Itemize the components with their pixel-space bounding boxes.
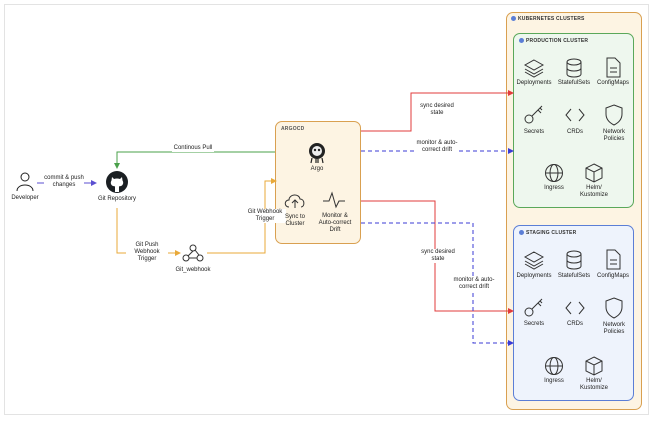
- globe-icon: [545, 164, 563, 182]
- ingress-label: Ingress: [544, 185, 564, 191]
- commit-text: commit & push changes: [44, 175, 84, 188]
- user-icon: [16, 172, 34, 192]
- configmaps-label: ConfigMaps: [596, 273, 629, 279]
- crds-label: CRDs: [567, 321, 583, 327]
- kubernetes-clusters-label: KUBERNETES CLUSTERS: [518, 16, 585, 22]
- git-repository-label: Git Repository: [97, 196, 136, 202]
- secrets-label: Secrets: [523, 129, 545, 135]
- monitor-staging-label: monitor & auto-correct drift: [453, 277, 495, 291]
- git-webhook-label: Git_webhook: [175, 267, 211, 273]
- staging-cluster-label: STAGING CLUSTER: [526, 230, 577, 236]
- key-icon: [524, 105, 543, 124]
- layers-icon: [524, 251, 544, 270]
- pull-edge: [114, 151, 275, 169]
- file-icon: [606, 249, 621, 270]
- webhook-icon: [182, 244, 204, 262]
- secrets-label: Secrets: [523, 321, 545, 327]
- globe-icon: [545, 357, 563, 375]
- crds-label: CRDs: [567, 129, 583, 135]
- argocd-label: ARGOCD: [281, 126, 305, 132]
- kubernetes-clusters-header: KUBERNETES CLUSTERS: [511, 16, 585, 22]
- argocd-group: ARGOCD: [275, 121, 361, 244]
- cluster-icon: [511, 16, 516, 21]
- statefulsets-label: StatefulSets: [557, 273, 591, 279]
- activity-icon: [323, 191, 345, 209]
- database-icon: [566, 250, 582, 270]
- production-cluster-label: PRODUCTION CLUSTER: [526, 38, 589, 44]
- deployments-label: Deployments: [516, 273, 552, 279]
- cloud-upload-icon: [284, 194, 305, 208]
- production-cluster-header: PRODUCTION CLUSTER: [519, 38, 588, 44]
- package-icon: [585, 163, 603, 183]
- layers-icon: [524, 59, 544, 78]
- configmaps-label: ConfigMaps: [596, 80, 629, 86]
- file-icon: [606, 57, 621, 78]
- argo-icon: [309, 143, 325, 164]
- code-icon: [565, 301, 585, 315]
- deployments-label: Deployments: [516, 80, 552, 86]
- sync-to-cluster-label: Sync to Cluster: [284, 214, 305, 227]
- shield-icon: [605, 297, 623, 319]
- github-icon: [106, 171, 128, 193]
- diagram-canvas: [4, 4, 649, 415]
- network-policies-label: Network Policies: [602, 129, 625, 142]
- statefulsets-label: StatefulSets: [557, 80, 591, 86]
- monitor-drift-label: Monitor & Auto-correct Drift: [318, 213, 352, 233]
- code-icon: [565, 108, 585, 122]
- cluster-icon: [519, 230, 524, 235]
- argo-label: Argo: [310, 166, 324, 172]
- webhook-trigger-label: Git Webhook Trigger: [244, 209, 286, 223]
- ingress-label: Ingress: [544, 378, 564, 384]
- sync-staging-label: sync desired state: [416, 249, 460, 263]
- shield-icon: [605, 104, 623, 126]
- helm-kustomize-label: Helm/ Kustomize: [579, 185, 608, 198]
- network-policies-label: Network Policies: [602, 322, 625, 335]
- package-icon: [585, 356, 603, 376]
- sync-prod-label: sync desired state: [415, 103, 459, 117]
- database-icon: [566, 58, 582, 78]
- cluster-icon: [519, 38, 524, 43]
- sync-prod-edge: [361, 90, 514, 132]
- push-trigger-label: Git Push Webhook Trigger: [126, 242, 168, 263]
- monitor-prod-label: monitor & auto-correct drift: [416, 140, 458, 154]
- staging-cluster-header: STAGING CLUSTER: [519, 230, 576, 236]
- helm-kustomize-label: Helm/ Kustomize: [579, 378, 608, 391]
- developer-label: Developer: [11, 195, 39, 201]
- pull-edge-label: Continous Pull: [172, 145, 214, 152]
- commit-edge-label: commit & push changes: [44, 175, 84, 189]
- key-icon: [524, 298, 543, 317]
